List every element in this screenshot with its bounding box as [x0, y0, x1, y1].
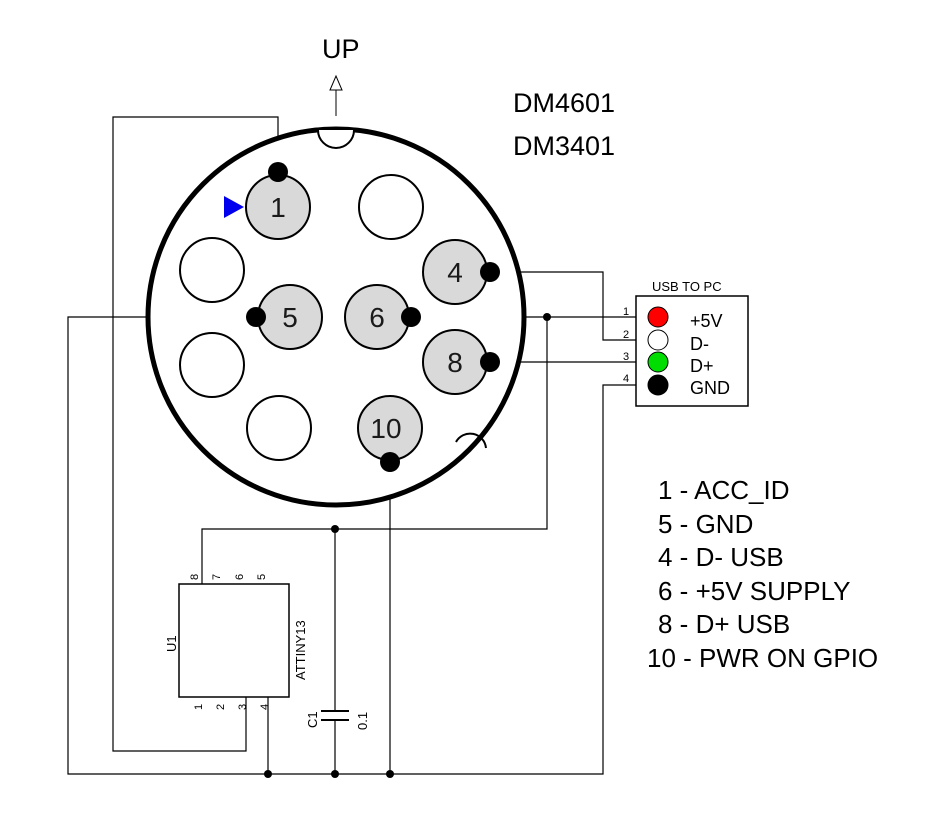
connector-pin-2 [358, 174, 424, 240]
usb-pin-dot-dminus [647, 329, 669, 351]
connector-pin-7 [179, 332, 245, 398]
ic-ref: U1 [164, 635, 179, 652]
connector-pin-10: 10 [357, 395, 423, 461]
connector-model-1: DM4601 [513, 88, 615, 118]
usb-pin-label-1: +5V [690, 311, 723, 331]
ic-top-pin-6: 6 [234, 574, 246, 580]
connector-pin-3 [179, 237, 245, 303]
legend-item-1: 1 - ACC_ID [658, 475, 790, 505]
legend-item-3: 4 - D- USB [658, 542, 784, 572]
up-arrow-icon [329, 74, 343, 116]
usb-pin-dot-vbus [647, 306, 669, 328]
legend-item-4: 6 - +5V SUPPLY [658, 576, 850, 606]
ic-bottom-pin-4: 4 [259, 704, 271, 710]
svg-text:4: 4 [447, 257, 463, 288]
ic-top-pin-8: 8 [189, 574, 201, 580]
connector-pin-4: 4 [422, 239, 488, 305]
svg-text:5: 5 [282, 302, 298, 333]
pin1-marker-icon [224, 196, 244, 218]
capacitor-value: 0.1 [355, 712, 370, 730]
key-notch-top [317, 129, 355, 149]
ic-bottom-pin-2: 2 [215, 704, 227, 710]
up-label: UP [322, 34, 360, 64]
junction-dots [264, 313, 551, 778]
legend-item-2: 5 - GND [658, 509, 753, 539]
usb-pin-num-3: 3 [623, 351, 629, 363]
usb-pin-num-4: 4 [623, 373, 629, 385]
ic-u1: 8 7 6 5 1 2 3 4 U1 ATTINY13 [164, 574, 308, 710]
svg-text:10: 10 [370, 413, 401, 444]
ic-top-pin-7: 7 [211, 574, 223, 580]
legend-item-5: 8 - D+ USB [658, 609, 790, 639]
ic-part: ATTINY13 [293, 620, 308, 680]
ic-top-pin-5: 5 [256, 574, 268, 580]
din-connector: 1 4 5 6 8 10 [145, 126, 527, 508]
connector-pin-8: 8 [422, 329, 488, 395]
svg-text:1: 1 [270, 192, 286, 223]
key-notch-bottom [455, 432, 487, 449]
capacitor-ref: C1 [305, 711, 320, 728]
svg-text:8: 8 [447, 347, 463, 378]
usb-pin-num-2: 2 [623, 329, 629, 341]
pin-legend: 1 - ACC_ID 5 - GND 4 - D- USB 6 - +5V SU… [647, 475, 878, 673]
usb-title: USB TO PC [652, 279, 722, 294]
svg-text:6: 6 [369, 302, 385, 333]
usb-pin-label-4: GND [690, 378, 730, 398]
connector-model-2: DM3401 [513, 131, 615, 161]
usb-pin-num-1: 1 [623, 306, 629, 318]
usb-pin-label-2: D- [690, 334, 709, 354]
legend-item-6: 10 - PWR ON GPIO [647, 643, 878, 673]
connector-pin-6: 6 [344, 284, 410, 350]
usb-pin-dot-dplus [647, 351, 669, 373]
connector-pin-1: 1 [245, 174, 311, 240]
connector-pin-9 [246, 395, 312, 461]
ic-bottom-pin-1: 1 [193, 704, 205, 710]
usb-pin-label-3: D+ [690, 356, 714, 376]
connector-pin-5: 5 [257, 284, 323, 350]
usb-pin-dot-gnd [647, 374, 669, 396]
capacitor-c1: C1 0.1 [305, 710, 370, 730]
usb-connector: USB TO PC 1 2 3 4 +5V D- D+ GND [623, 279, 749, 407]
ic-bottom-pin-3: 3 [237, 704, 249, 710]
connector-outline [145, 126, 527, 508]
